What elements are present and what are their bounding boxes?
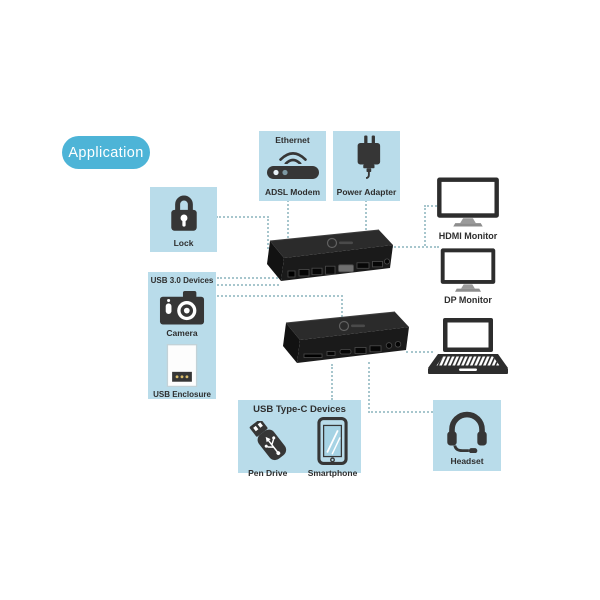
application-pill-label: Application (68, 144, 144, 161)
connector-lock-dock1-v (267, 216, 269, 249)
smartphone-icon (317, 416, 348, 465)
ethernet-modem-box: Ethernet ADSL Modem (259, 131, 326, 201)
usb30-devices-box: USB 3.0 Devices Camera USB Enclosure (148, 272, 216, 399)
connector-dock2-typec (331, 364, 333, 400)
power-adapter-label: Power Adapter (336, 186, 397, 197)
lock-icon (170, 195, 197, 231)
dp-monitor-icon (440, 248, 496, 292)
lock-box: Lock (150, 187, 217, 252)
power-adapter-icon (357, 135, 380, 179)
smartphone-label: Smartphone (307, 467, 358, 478)
connector-usb30-dock1-a (217, 277, 282, 279)
hdmi-monitor-icon (437, 177, 499, 227)
usb-enclosure-label: USB Enclosure (153, 390, 211, 399)
usb-typec-devices-box: USB Type-C Devices (238, 400, 361, 477)
connector-power-dock1 (365, 200, 367, 238)
connector-dock1-dpmonitor (391, 246, 439, 248)
connector-dock2-headset-h (368, 411, 433, 413)
headset-label: Headset (450, 455, 484, 466)
connector-usb30-dock2-v (341, 295, 343, 317)
adsl-modem-label: ADSL Modem (264, 186, 321, 197)
usb-enclosure-icon (166, 343, 198, 387)
headset-icon (447, 411, 487, 453)
pen-drive-icon (249, 420, 286, 460)
connector-hdmimonitor-h (424, 205, 440, 207)
connector-lock-dock1-h (216, 216, 269, 218)
modem-icon (266, 165, 319, 179)
connector-usb30-dock1-b (217, 284, 279, 286)
usb-typec-devices-header: USB Type-C Devices (253, 404, 346, 415)
lock-label: Lock (173, 237, 194, 248)
laptop-icon (428, 318, 508, 374)
connector-dock2-headset-v (368, 362, 370, 413)
laptop (428, 318, 508, 375)
docking-station-top-icon (267, 229, 393, 281)
camera-icon (159, 290, 205, 325)
smartphone-item: Smartphone (307, 416, 358, 478)
connector-monitor-branch-v (424, 205, 426, 246)
pen-drive-label: Pen Drive (248, 467, 288, 478)
docking-station-top (250, 226, 394, 292)
ethernet-label: Ethernet (275, 135, 310, 145)
power-adapter-box: Power Adapter (333, 131, 400, 201)
camera-label: Camera (166, 328, 198, 339)
wifi-icon (278, 151, 307, 164)
dock1-ports (287, 258, 390, 278)
dp-monitor: DP Monitor (435, 248, 501, 305)
headset-box: Headset (433, 400, 501, 471)
application-pill: Application (62, 136, 150, 169)
pen-drive-item: Pen Drive (242, 420, 294, 478)
connector-usb30-dock2-h (217, 295, 343, 297)
connector-dock2-laptop (406, 351, 433, 353)
docking-station-bottom (266, 308, 410, 374)
docking-station-bottom-icon (283, 311, 409, 363)
dp-monitor-label: DP Monitor (444, 295, 492, 305)
usb30-devices-header: USB 3.0 Devices (150, 276, 214, 285)
connector-modem-dock1 (287, 200, 289, 242)
hdmi-monitor-label: HDMI Monitor (438, 231, 498, 241)
hdmi-monitor: HDMI Monitor (435, 177, 501, 241)
dock2-ports (303, 341, 402, 358)
